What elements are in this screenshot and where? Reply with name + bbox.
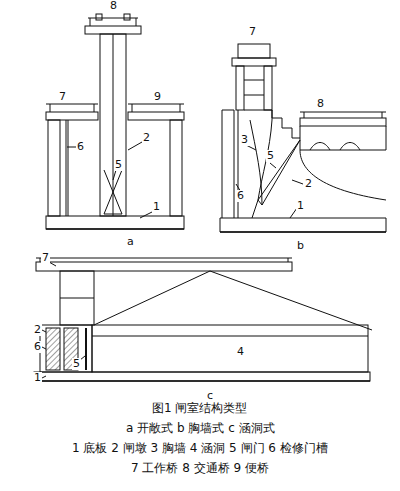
legend-line: a 开敞式 b 胸墙式 c 涵洞式 — [125, 422, 276, 435]
callout-number: 7 — [248, 26, 257, 38]
callout-number: 6 — [76, 141, 85, 153]
subfigure-letter: a — [126, 236, 135, 248]
figure-a — [46, 14, 184, 229]
callout-number: 4 — [236, 346, 245, 358]
callout-number: 5 — [114, 159, 123, 171]
figure-caption: 图1 闸室结构类型 — [151, 402, 248, 415]
subfigure-letter: b — [296, 240, 305, 252]
callout-number: 6 — [236, 190, 245, 202]
callout-number: 3 — [240, 134, 249, 146]
callout-number: 8 — [316, 98, 325, 110]
legend-line: 7 工作桥 8 交通桥 9 便桥 — [130, 462, 270, 475]
callout-number: 5 — [72, 358, 81, 370]
callout-number: 1 — [296, 200, 305, 212]
figure-c — [34, 258, 372, 381]
callout-number: 7 — [58, 91, 67, 103]
callout-number: 2 — [304, 178, 313, 190]
callout-number: 6 — [33, 341, 42, 353]
callout-number: 2 — [33, 324, 42, 336]
callout-number: 7 — [41, 252, 50, 264]
callout-number: 1 — [152, 201, 161, 213]
subfigure-letter: c — [206, 390, 214, 402]
figure-b — [220, 44, 386, 232]
callout-number: 2 — [142, 132, 151, 144]
callout-number: 5 — [266, 150, 275, 162]
callout-number: 1 — [33, 372, 42, 384]
legend-line: 1 底板 2 闸墩 3 胸墙 4 涵洞 5 闸门 6 检修门槽 — [71, 442, 329, 455]
callout-number: 8 — [109, 0, 118, 12]
callout-number: 9 — [153, 91, 162, 103]
